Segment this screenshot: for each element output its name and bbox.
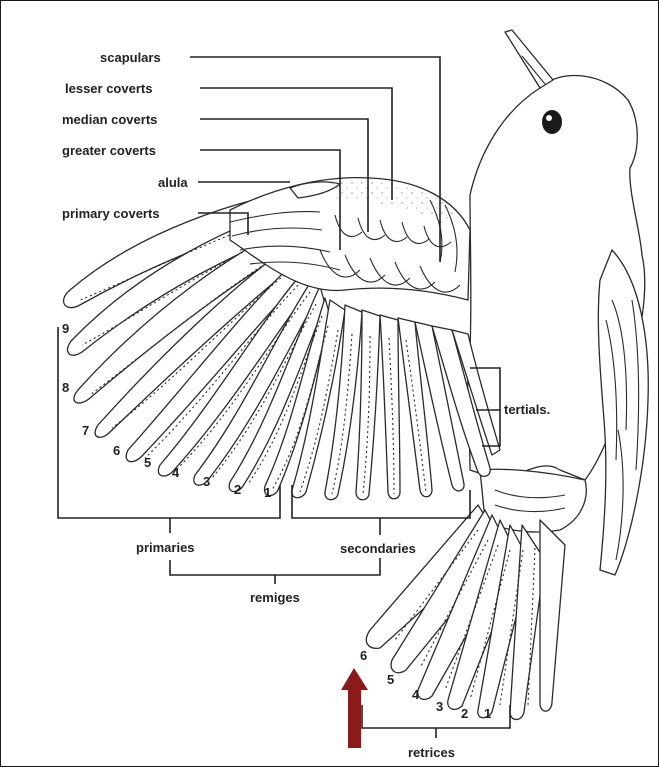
tail-number: 3 — [436, 699, 443, 714]
bird-body — [468, 30, 648, 575]
primary-number: 7 — [82, 423, 89, 438]
primary-number: 9 — [62, 321, 69, 336]
tail-number: 1 — [484, 706, 491, 721]
label-scapulars: scapulars — [100, 50, 161, 65]
tail — [366, 505, 565, 720]
primary-number: 3 — [203, 474, 210, 489]
label-primaries: primaries — [136, 540, 195, 555]
primary-number: 1 — [264, 485, 271, 500]
label-secondaries: secondaries — [340, 541, 416, 556]
primary-number: 2 — [234, 482, 241, 497]
label-retrices: retrices — [408, 745, 455, 760]
primary-number: 4 — [172, 465, 180, 480]
label-remiges: remiges — [250, 590, 300, 605]
label-alula: alula — [158, 175, 188, 190]
label-greater-coverts: greater coverts — [62, 143, 156, 158]
tail-number: 6 — [360, 648, 367, 663]
label-lesser-coverts: lesser coverts — [65, 81, 152, 96]
tail-number: 2 — [461, 706, 468, 721]
label-primary-coverts: primary coverts — [62, 206, 160, 221]
tail-number: 5 — [387, 672, 394, 687]
primary-number: 8 — [62, 380, 69, 395]
red-arrow-icon — [341, 668, 368, 748]
primary-number: 5 — [144, 455, 151, 470]
eye — [542, 110, 562, 134]
label-tertials: tertials. — [504, 402, 550, 417]
label-median-coverts: median coverts — [62, 112, 157, 127]
primary-number: 6 — [113, 443, 120, 458]
tail-number: 4 — [412, 687, 420, 702]
spread-wing — [64, 178, 500, 500]
